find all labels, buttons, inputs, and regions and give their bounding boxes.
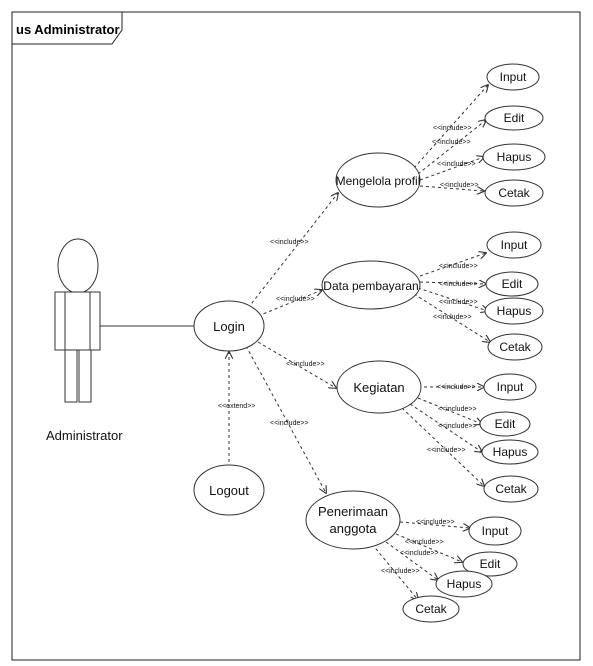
label-include-pen-hapus: <<include>> — [400, 550, 439, 557]
actor-left-leg — [64, 349, 78, 403]
usecase-keg-hapus[interactable] — [481, 439, 539, 465]
actor-right-arm — [89, 291, 101, 351]
label-include-keg-cetak: <<include>> — [427, 447, 466, 454]
usecase-pen-edit[interactable] — [462, 551, 518, 577]
usecase-data-pembayaran-label: Data pembayaran — [323, 279, 418, 293]
usecase-pen-input-label: Input — [482, 524, 509, 538]
actor-head — [57, 238, 99, 294]
label-include-login-penerimaan: <<include>> — [270, 420, 309, 427]
label-include-bayar-hapus: <<include>> — [439, 299, 478, 306]
label-include-bayar-input: <<include>> — [439, 263, 478, 270]
frame-border — [11, 11, 581, 661]
label-include-profil-hapus: <<include>> — [437, 161, 476, 168]
usecase-bayar-input-label: Input — [501, 238, 528, 252]
usecase-penerimaan-label-line2: anggota — [330, 521, 378, 536]
usecase-pen-hapus-label: Hapus — [447, 577, 482, 591]
usecase-data-pembayaran[interactable] — [321, 260, 421, 310]
include-keg-hapus — [409, 403, 482, 452]
usecase-penerimaan-anggota[interactable] — [305, 490, 401, 550]
usecase-kegiatan[interactable] — [336, 360, 422, 414]
usecase-login-label: Login — [213, 319, 245, 334]
actor-left-arm — [54, 291, 66, 351]
usecase-mengelola-profil[interactable] — [335, 152, 421, 208]
label-include-keg-hapus: <<include>> — [438, 423, 477, 430]
usecase-keg-input-label: Input — [497, 380, 524, 394]
include-profil-cetak — [419, 185, 484, 191]
usecase-mengelola-profil-label: Mengelola profil — [336, 174, 421, 188]
label-include-keg-edit: <<include>> — [438, 406, 477, 413]
include-bayar-hapus — [417, 287, 488, 311]
usecase-profil-hapus-label: Hapus — [497, 150, 532, 164]
usecase-bayar-cetak-label: Cetak — [499, 340, 531, 354]
label-include-login-bayar: <<include>> — [276, 296, 315, 303]
usecase-keg-edit[interactable] — [479, 411, 531, 437]
usecase-keg-cetak[interactable] — [483, 475, 539, 503]
usecase-bayar-hapus-label: Hapus — [497, 304, 532, 318]
label-include-bayar-edit: <<include>> — [439, 281, 478, 288]
usecase-pen-cetak[interactable] — [402, 595, 460, 623]
usecase-login[interactable] — [193, 300, 265, 352]
usecase-profil-cetak[interactable] — [484, 179, 544, 207]
usecase-bayar-input[interactable] — [486, 231, 542, 259]
usecase-profil-input-label: Input — [500, 70, 527, 84]
include-login-bayar — [257, 290, 322, 317]
usecase-profil-cetak-label: Cetak — [498, 186, 530, 200]
usecase-profil-hapus[interactable] — [482, 143, 546, 171]
usecase-keg-input[interactable] — [483, 373, 537, 401]
label-include-profil-cetak: <<include>> — [440, 182, 479, 189]
usecase-kegiatan-label: Kegiatan — [353, 380, 404, 395]
label-include-login-kegiatan: <<include>> — [286, 361, 325, 368]
label-include-profil-input: <<include>> — [433, 125, 472, 132]
usecase-bayar-edit-label: Edit — [502, 277, 523, 291]
label-include-pen-input: <<include>> — [416, 519, 455, 526]
usecase-pen-input[interactable] — [468, 516, 522, 546]
include-profil-input — [413, 85, 488, 169]
actor-right-leg — [78, 349, 92, 403]
actor-label: Administrator — [46, 428, 123, 443]
usecase-pen-hapus[interactable] — [435, 570, 493, 598]
include-profil-hapus — [419, 157, 484, 181]
include-keg-cetak — [401, 407, 484, 486]
usecase-profil-input[interactable] — [486, 63, 540, 91]
include-profil-edit — [417, 120, 486, 175]
label-include-keg-input: <<include>> — [437, 384, 476, 391]
include-login-penerimaan — [245, 345, 326, 493]
usecase-profil-edit[interactable] — [484, 105, 544, 131]
usecase-pen-cetak-label: Cetak — [415, 602, 447, 616]
label-extend-logout-login: <<extend>> — [218, 403, 255, 410]
label-include-bayar-cetak: <<include>> — [433, 314, 472, 321]
usecase-bayar-cetak[interactable] — [487, 333, 543, 361]
usecase-bayar-hapus[interactable] — [484, 297, 544, 325]
administrator-actor[interactable] — [54, 238, 101, 403]
usecase-bayar-edit[interactable] — [485, 271, 539, 297]
include-pen-cetak — [371, 543, 418, 600]
include-login-mengelola — [247, 193, 338, 309]
usecase-pen-edit-label: Edit — [480, 557, 501, 571]
label-include-profil-edit: <<include>> — [432, 139, 471, 146]
frame-title-tab — [11, 11, 123, 45]
label-include-login-mengelola: <<include>> — [270, 239, 309, 246]
usecase-profil-edit-label: Edit — [504, 111, 525, 125]
usecase-keg-hapus-label: Hapus — [493, 445, 528, 459]
usecase-logout[interactable] — [193, 464, 265, 516]
include-bayar-edit — [419, 282, 486, 284]
include-pen-hapus — [385, 541, 438, 580]
label-include-pen-edit: <<include>> — [405, 539, 444, 546]
label-include-pen-cetak: <<include>> — [381, 568, 420, 575]
frame-title: us Administrator — [16, 22, 120, 37]
usecase-logout-label: Logout — [209, 483, 249, 498]
usecase-keg-cetak-label: Cetak — [495, 482, 527, 496]
include-bayar-cetak — [413, 293, 490, 342]
usecase-penerimaan-label-line1: Penerimaan — [318, 504, 388, 519]
usecase-keg-edit-label: Edit — [495, 417, 516, 431]
